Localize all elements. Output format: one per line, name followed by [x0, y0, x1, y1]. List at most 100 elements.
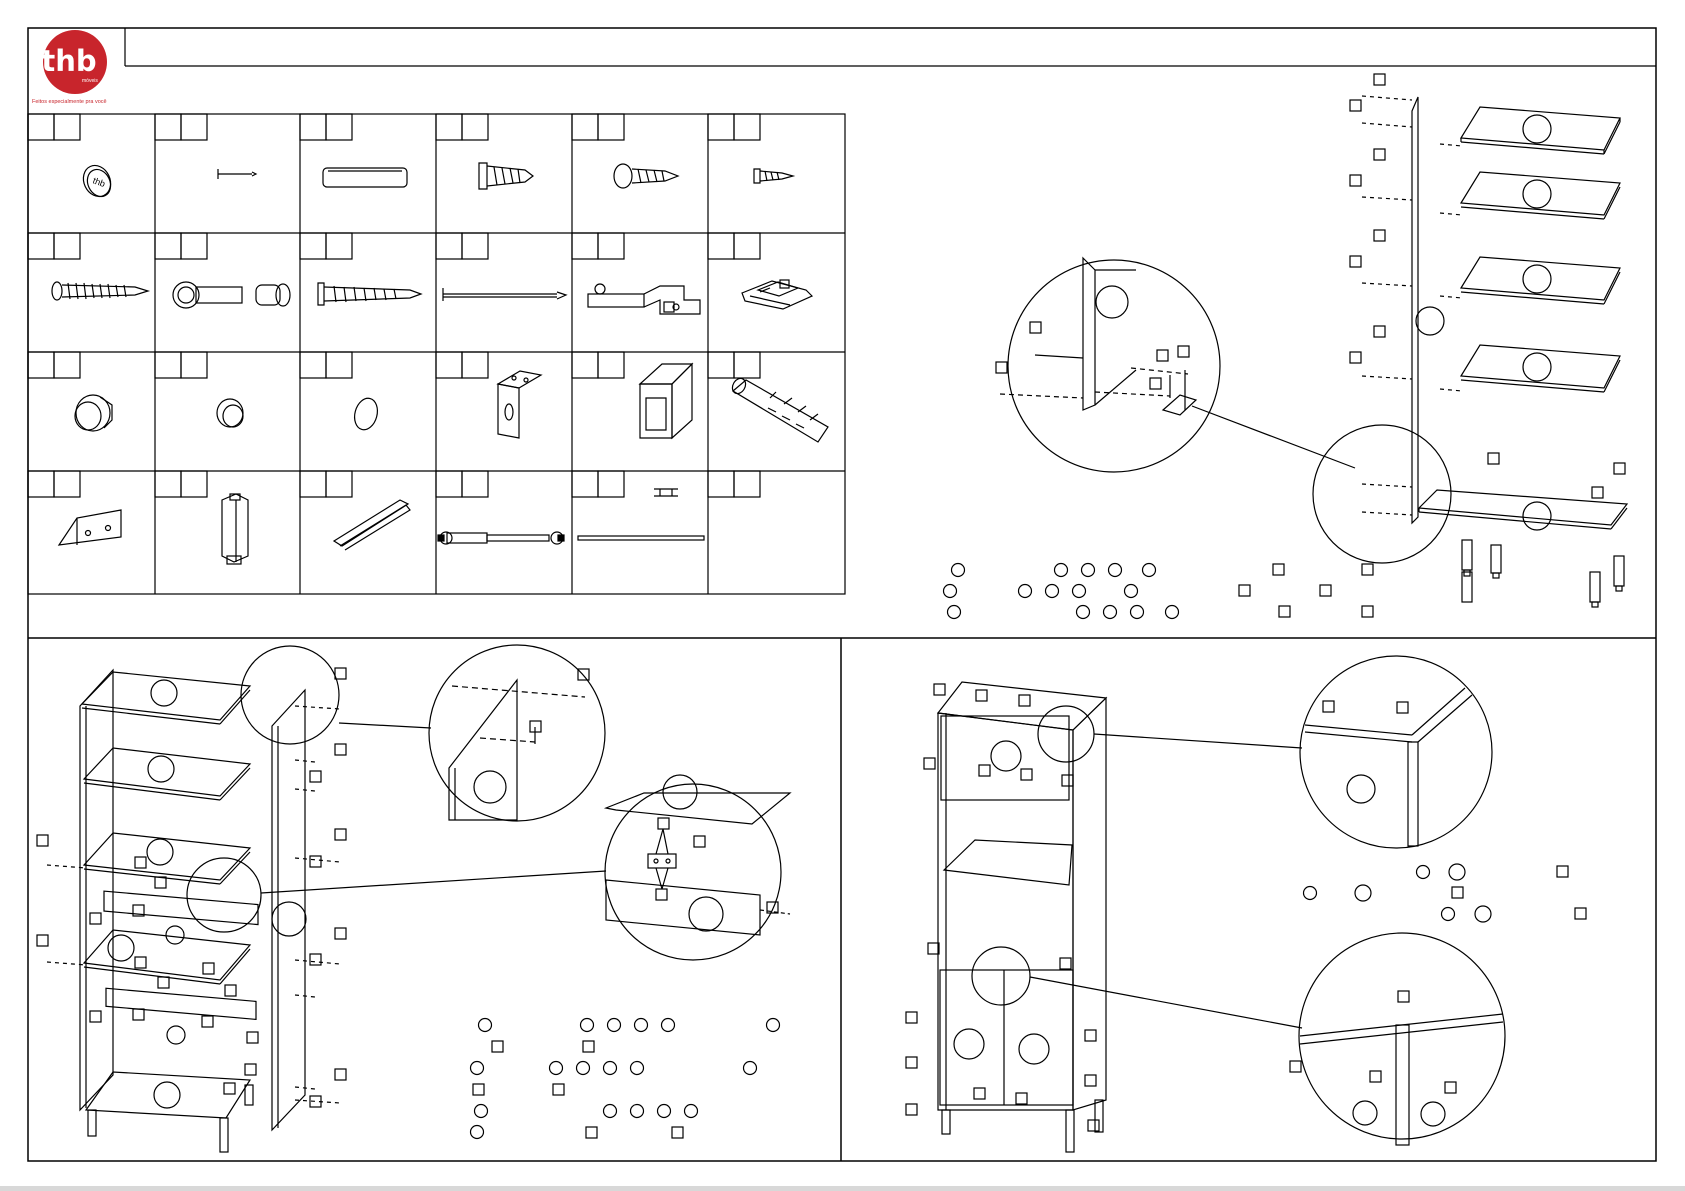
flat-head-screw-icon [479, 163, 533, 189]
part-code-box [708, 352, 734, 378]
cap-icon: thb [78, 161, 115, 201]
part-code-box [54, 114, 80, 140]
part-code-box [708, 114, 734, 140]
zoom-circle [1299, 933, 1505, 1139]
wooden-dowel-icon [323, 168, 407, 187]
part-code-box [300, 233, 326, 259]
label-boxes [1350, 74, 1625, 498]
box-clip-icon [640, 364, 692, 438]
round-head-screw-icon [614, 164, 678, 188]
long-screw-icon [52, 282, 148, 300]
label-boxes [906, 684, 1099, 1131]
part-code-box [708, 233, 734, 259]
part-legend [471, 1019, 780, 1139]
part-code-box [436, 233, 462, 259]
part-code-box [598, 233, 624, 259]
shelf [1461, 107, 1620, 154]
zoom-detail [1290, 991, 1503, 1145]
minifix-bolt-icon [173, 282, 290, 308]
part-code-box [326, 471, 352, 497]
side-panel [80, 670, 113, 1110]
zoom-detail [996, 258, 1196, 415]
zoom-circle [972, 947, 1030, 1005]
part-code-box [734, 471, 760, 497]
label-boxes [37, 668, 346, 1107]
part-code-box [155, 114, 181, 140]
drawer-clip-icon [742, 280, 812, 309]
part-code-box [462, 114, 488, 140]
part-code-box [155, 352, 181, 378]
part-code-box [54, 471, 80, 497]
shelf [1461, 345, 1620, 392]
gas-piston-icon [438, 532, 564, 544]
step-1-diagram [944, 74, 1628, 619]
part-code-box [462, 352, 488, 378]
logo-sub: móveis [82, 78, 98, 84]
part-code-box [181, 352, 207, 378]
svg-text:thb: thb [91, 175, 106, 189]
long-nail-icon [443, 288, 566, 301]
shelf [82, 672, 250, 724]
part-code-box [326, 352, 352, 378]
part-code-box [598, 471, 624, 497]
long-flat-screw-icon [318, 283, 421, 305]
zoom-detail [606, 775, 790, 935]
part-code-box [436, 471, 462, 497]
part-code-box [436, 114, 462, 140]
step-2-diagram [37, 645, 790, 1152]
l-bracket-icon [498, 371, 541, 438]
part-code-box [28, 352, 54, 378]
part-code-box [155, 471, 181, 497]
part-code-box [734, 352, 760, 378]
zoom-detail [449, 669, 589, 820]
small-screw-icon [754, 169, 793, 183]
part-code-box [181, 233, 207, 259]
part-code-box [598, 114, 624, 140]
part-code-box [155, 233, 181, 259]
part-legend [1304, 864, 1587, 922]
shelf [84, 748, 250, 800]
part-code-box [598, 352, 624, 378]
furniture-leg-icon [222, 494, 248, 564]
handle-icon [334, 500, 410, 550]
shelf [1461, 257, 1620, 304]
step-3-diagram [906, 656, 1586, 1152]
zoom-circle [1300, 656, 1492, 848]
part-code-box [708, 471, 734, 497]
legs [1462, 540, 1624, 607]
part-code-box [326, 233, 352, 259]
part-code-box [572, 233, 598, 259]
zoom-circle [1008, 260, 1220, 472]
base-shelf [86, 1072, 250, 1118]
zoom-circle [605, 784, 781, 960]
parts-table: thb [28, 114, 845, 594]
upper-door [941, 716, 1069, 800]
triangle-bracket-icon [59, 510, 121, 545]
zoom-circle [1038, 706, 1094, 762]
wall-anchor-icon [730, 376, 828, 442]
knob-icon [75, 395, 112, 431]
part-code-box [326, 114, 352, 140]
logo-tagline: Feitos especialmente pra você [32, 99, 107, 105]
part-code-box [572, 471, 598, 497]
part-code-box [436, 352, 462, 378]
brand-logo: thb móveis Feitos especialmente pra você [32, 30, 107, 105]
side-panel [1412, 97, 1418, 523]
part-code-box [734, 233, 760, 259]
part-code-box [300, 352, 326, 378]
hinge-icon [588, 284, 700, 314]
page-frame [0, 28, 1685, 1191]
part-code-box [572, 352, 598, 378]
part-code-box [572, 114, 598, 140]
part-code-box [734, 114, 760, 140]
shelf [1461, 172, 1620, 219]
zoom-circle [1313, 425, 1451, 563]
zoom-circle [187, 858, 261, 932]
part-code-box [28, 114, 54, 140]
part-code-box [181, 471, 207, 497]
middle-shelf [944, 840, 1072, 885]
part-code-box [28, 471, 54, 497]
zoom-circle [241, 646, 339, 744]
part-code-box [181, 114, 207, 140]
side-panel [272, 690, 305, 1130]
